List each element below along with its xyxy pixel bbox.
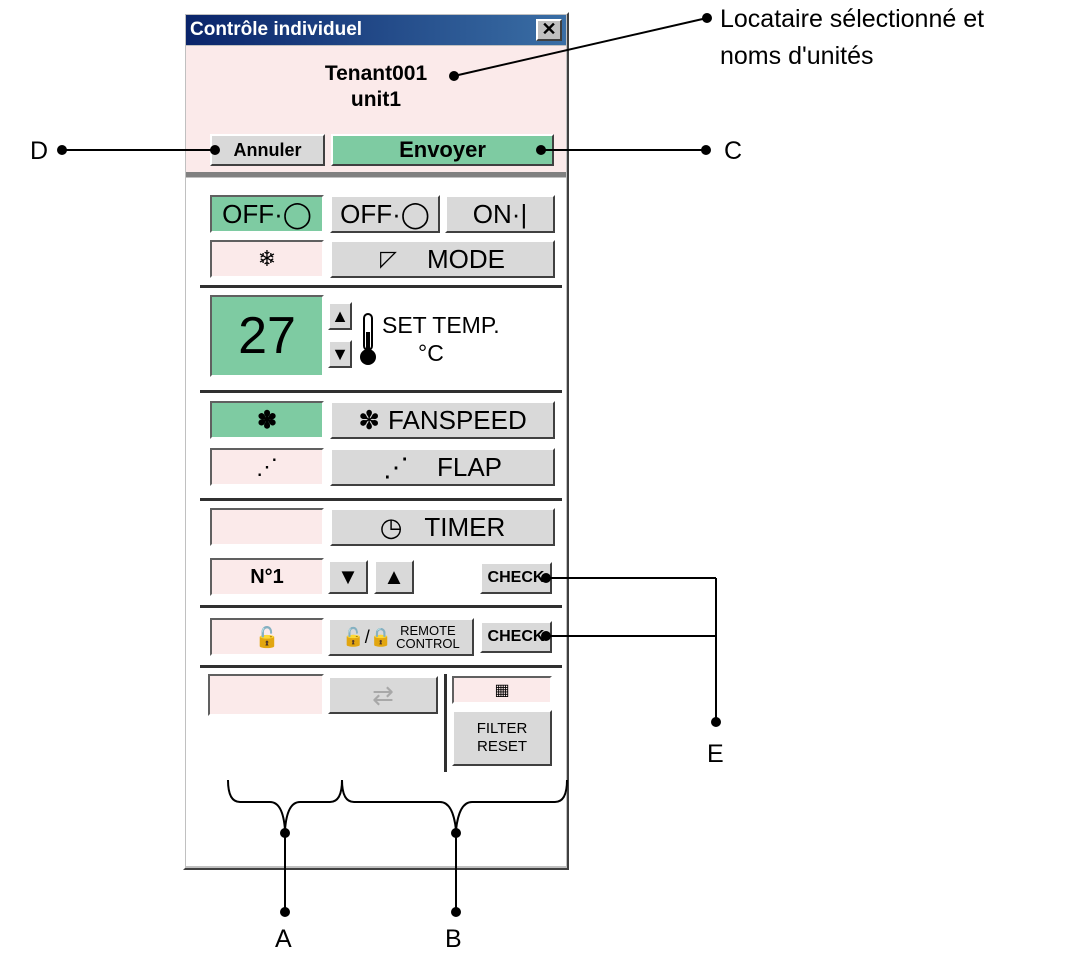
timer-up-button[interactable]: ▲ [374,560,414,594]
timer-status [210,508,324,546]
temperature-display: 27 [210,295,324,377]
separator [200,498,562,501]
separator [200,605,562,608]
snowflake-icon: ❄ [210,240,324,278]
tenant-note-line1: Locataire sélectionné et [720,5,985,33]
set-temp-label: SET TEMP. [382,312,500,338]
filter-reset-button[interactable]: FILTER RESET [452,710,552,766]
vertical-divider [444,674,447,772]
clock-icon: ◷ [379,511,403,542]
control-label: CONTROL [396,636,460,651]
separator [200,285,562,288]
thermometer-icon [360,313,376,365]
fan-icon: ✽ [358,404,381,435]
tenant-note-line2: noms d'unités [720,42,874,70]
mode-label: MODE [426,243,505,274]
timer-down-button[interactable]: ▼ [328,560,368,594]
mode-button[interactable]: ◸ MODE [330,240,555,278]
lock-icon: 🔓/🔒 [342,626,393,647]
flap-icon: ⋰ [210,448,324,486]
flap-button[interactable]: ⋰ FLAP [330,448,555,486]
close-button[interactable]: ✕ [536,19,562,41]
filter-reset-line2: RESET [476,738,527,755]
filter-status [208,674,324,716]
filter-reset-line1: FILTER [476,720,528,737]
label-e: E [707,740,724,768]
label-d: D [30,137,49,165]
remote-control-button[interactable]: 🔓/🔒 REMOTE CONTROL [328,618,474,656]
temp-down-button[interactable]: ▼ [328,340,352,368]
fan-icon: ✽ [210,401,324,439]
power-status: OFF·◯ [210,195,324,233]
label-b: B [445,925,462,953]
timer-button[interactable]: ◷ TIMER [330,508,555,546]
temp-up-button[interactable]: ▲ [328,302,352,330]
separator [200,665,562,668]
unit-name: unit1 [350,88,402,111]
timer-number: N°1 [210,558,324,596]
separator [200,390,562,393]
timer-label: TIMER [424,511,506,542]
off-button[interactable]: OFF·◯ [330,195,440,233]
mode-icon: ◸ [380,246,397,271]
flap-icon: ⋰ [382,451,409,482]
timer-check-button[interactable]: CHECK [480,562,552,594]
on-button[interactable]: ON·| [445,195,555,233]
label-c: C [724,137,743,165]
tenant-name: Tenant001 [324,62,428,85]
remote-check-button[interactable]: CHECK [480,621,552,653]
filter-icon: ▦ [452,676,552,704]
send-button[interactable]: Envoyer [331,134,554,166]
window-title: Contrôle individuel [186,15,566,45]
unlock-icon: 🔓 [210,618,324,656]
fanspeed-label: FANSPEED [388,404,527,435]
fanspeed-button[interactable]: ✽ FANSPEED [330,401,555,439]
flap-label: FLAP [436,451,503,482]
cancel-button[interactable]: Annuler [210,134,325,166]
header-divider [186,172,566,177]
label-a: A [275,925,292,953]
remote-label: REMOTE [400,623,456,638]
ventilation-button[interactable]: ⇄ [328,676,438,714]
temp-unit-label: °C [418,340,444,366]
